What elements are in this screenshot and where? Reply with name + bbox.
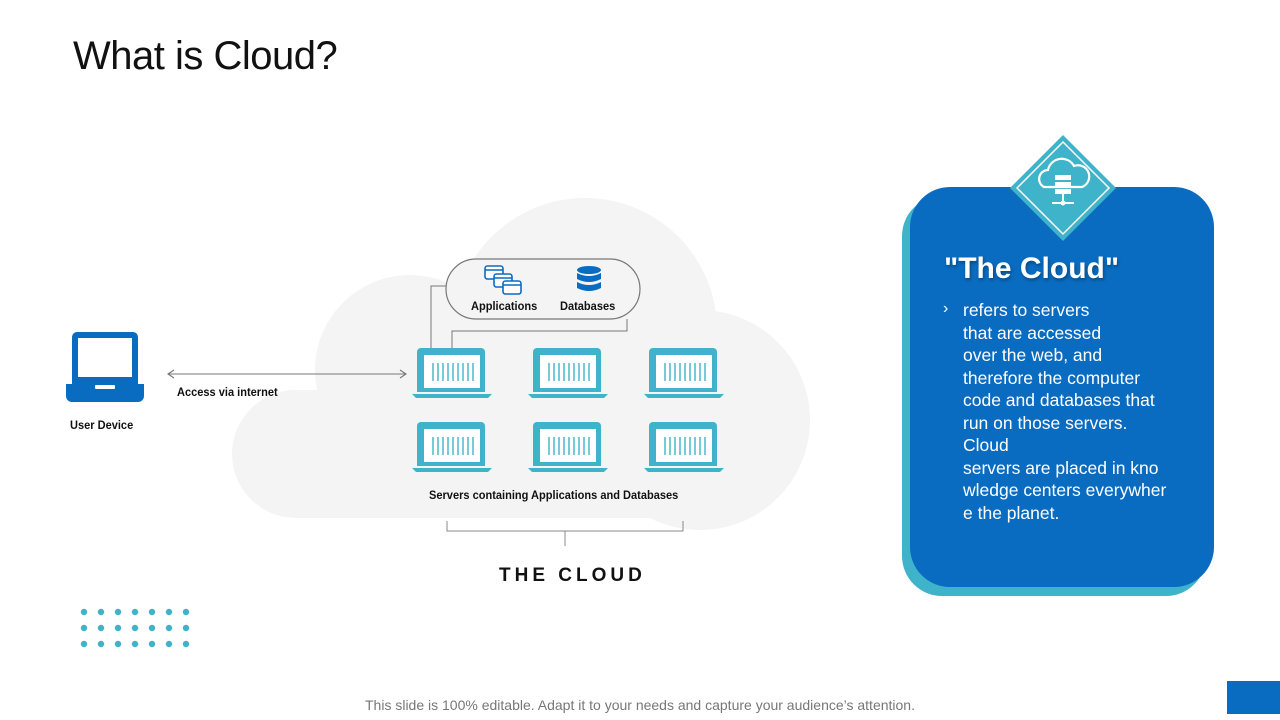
server-laptop-icon bbox=[643, 347, 725, 399]
access-arrow bbox=[167, 369, 407, 379]
cloud-label: THE CLOUD bbox=[499, 565, 646, 586]
connector-lines bbox=[430, 285, 628, 352]
corner-accent bbox=[1227, 681, 1280, 714]
server-laptop-icon bbox=[527, 347, 609, 399]
footer-note: This slide is 100% editable. Adapt it to… bbox=[365, 697, 915, 713]
server-laptop-icon bbox=[527, 421, 609, 473]
card-bullet: › bbox=[943, 300, 949, 317]
user-device-label: User Device bbox=[70, 418, 134, 432]
applications-label: Applications bbox=[471, 299, 538, 313]
slide-title: What is Cloud? bbox=[73, 34, 338, 78]
cloud-bracket bbox=[446, 521, 684, 546]
info-card bbox=[910, 187, 1214, 587]
databases-label: Databases bbox=[560, 299, 616, 313]
card-text: refers to servers that are accessed over… bbox=[963, 300, 1167, 523]
servers-label: Servers containing Applications and Data… bbox=[429, 488, 679, 502]
access-label: Access via internet bbox=[177, 385, 278, 399]
server-laptop-icon bbox=[411, 347, 493, 399]
server-laptop-icon bbox=[411, 421, 493, 473]
decorative-dots bbox=[80, 608, 190, 648]
database-icon bbox=[577, 266, 601, 291]
cloud-shape bbox=[232, 198, 810, 530]
laptop-icon bbox=[66, 332, 144, 402]
card-title: "The Cloud" bbox=[944, 252, 1120, 285]
applications-icon bbox=[484, 265, 522, 295]
server-laptop-icon bbox=[643, 421, 725, 473]
cloud-server-icon bbox=[1010, 135, 1116, 241]
